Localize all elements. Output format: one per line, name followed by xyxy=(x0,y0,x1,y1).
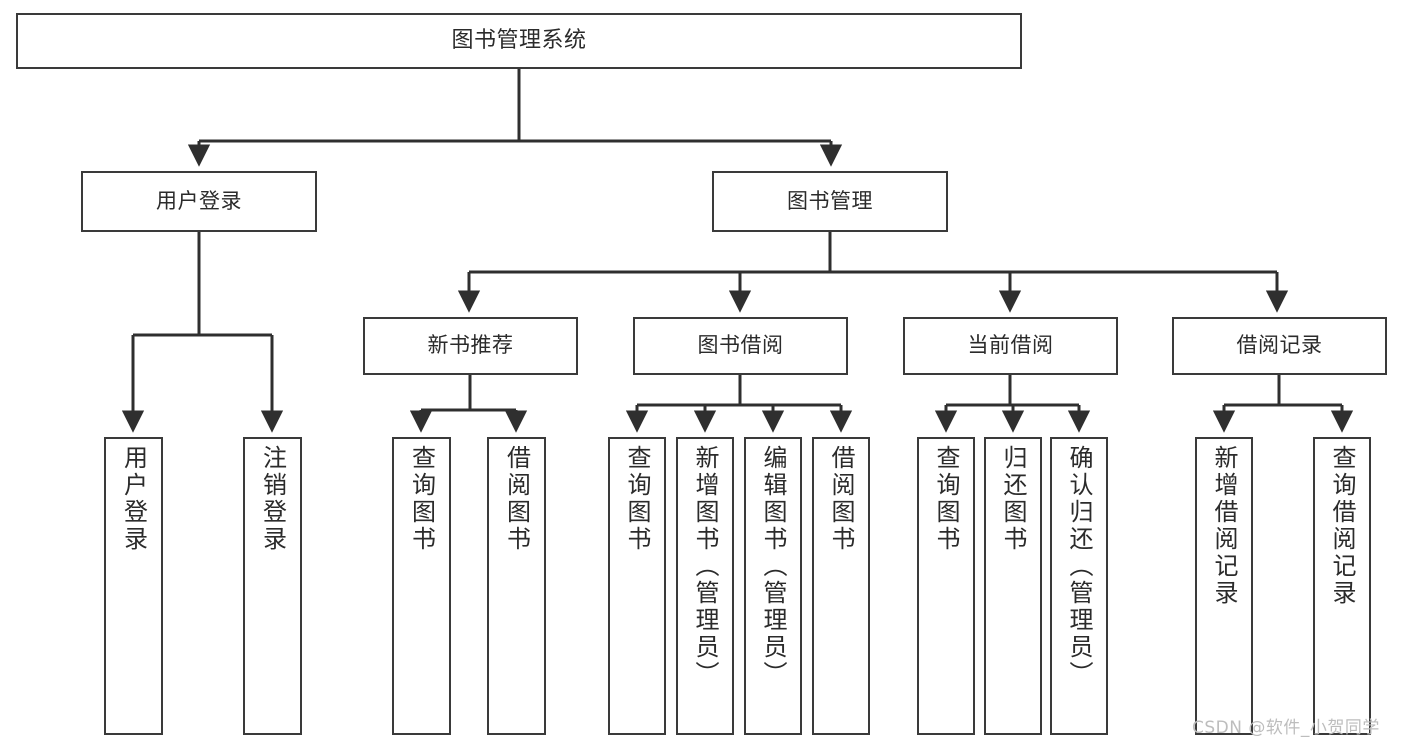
node-book-borrow-label: 图书借阅 xyxy=(697,333,784,358)
leaf-edit-book[interactable]: 编辑图书（管理员） xyxy=(744,437,802,735)
leaf-logout-label: 注销登录 xyxy=(258,445,287,553)
node-user-login-label: 用户登录 xyxy=(156,188,242,213)
leaf-query-book-2[interactable]: 查询图书 xyxy=(608,437,666,735)
leaf-return-book-label: 归还图书 xyxy=(999,445,1027,553)
leaf-query-book-3[interactable]: 查询图书 xyxy=(917,437,975,735)
leaf-add-book[interactable]: 新增图书（管理员） xyxy=(676,437,734,735)
leaf-borrow-book-1[interactable]: 借阅图书 xyxy=(487,437,546,735)
watermark: CSDN @软件_小贺同学 xyxy=(1192,718,1380,738)
leaf-user-login-label: 用户登录 xyxy=(119,445,148,553)
node-book-manage-label: 图书管理 xyxy=(787,188,873,213)
leaf-query-record[interactable]: 查询借阅记录 xyxy=(1313,437,1371,735)
leaf-confirm-return[interactable]: 确认归还（管理员） xyxy=(1050,437,1108,735)
node-new-book-rec[interactable]: 新书推荐 xyxy=(363,317,578,375)
leaf-edit-book-label: 编辑图书（管理员） xyxy=(759,445,787,688)
leaf-add-record[interactable]: 新增借阅记录 xyxy=(1195,437,1253,735)
node-current-borrow[interactable]: 当前借阅 xyxy=(903,317,1118,375)
leaf-confirm-return-label: 确认归还（管理员） xyxy=(1065,445,1093,688)
node-current-borrow-label: 当前借阅 xyxy=(967,333,1054,358)
leaf-borrow-book-1-label: 借阅图书 xyxy=(502,445,531,553)
leaf-query-book-1-label: 查询图书 xyxy=(407,445,436,553)
leaf-borrow-book-2[interactable]: 借阅图书 xyxy=(812,437,870,735)
node-book-manage[interactable]: 图书管理 xyxy=(712,171,948,232)
leaf-logout[interactable]: 注销登录 xyxy=(243,437,302,735)
leaf-query-book-2-label: 查询图书 xyxy=(623,445,651,553)
leaf-add-book-label: 新增图书（管理员） xyxy=(691,445,719,688)
leaf-query-record-label: 查询借阅记录 xyxy=(1328,445,1356,607)
node-root[interactable]: 图书管理系统 xyxy=(16,13,1022,69)
leaf-return-book[interactable]: 归还图书 xyxy=(984,437,1042,735)
leaf-query-book-1[interactable]: 查询图书 xyxy=(392,437,451,735)
leaf-add-record-label: 新增借阅记录 xyxy=(1210,445,1238,607)
node-new-book-rec-label: 新书推荐 xyxy=(427,333,514,358)
node-book-borrow[interactable]: 图书借阅 xyxy=(633,317,848,375)
node-borrow-record[interactable]: 借阅记录 xyxy=(1172,317,1387,375)
leaf-borrow-book-2-label: 借阅图书 xyxy=(827,445,855,553)
leaf-query-book-3-label: 查询图书 xyxy=(932,445,960,553)
node-borrow-record-label: 借阅记录 xyxy=(1236,333,1323,358)
leaf-user-login[interactable]: 用户登录 xyxy=(104,437,163,735)
node-user-login[interactable]: 用户登录 xyxy=(81,171,317,232)
node-root-label: 图书管理系统 xyxy=(451,27,587,53)
